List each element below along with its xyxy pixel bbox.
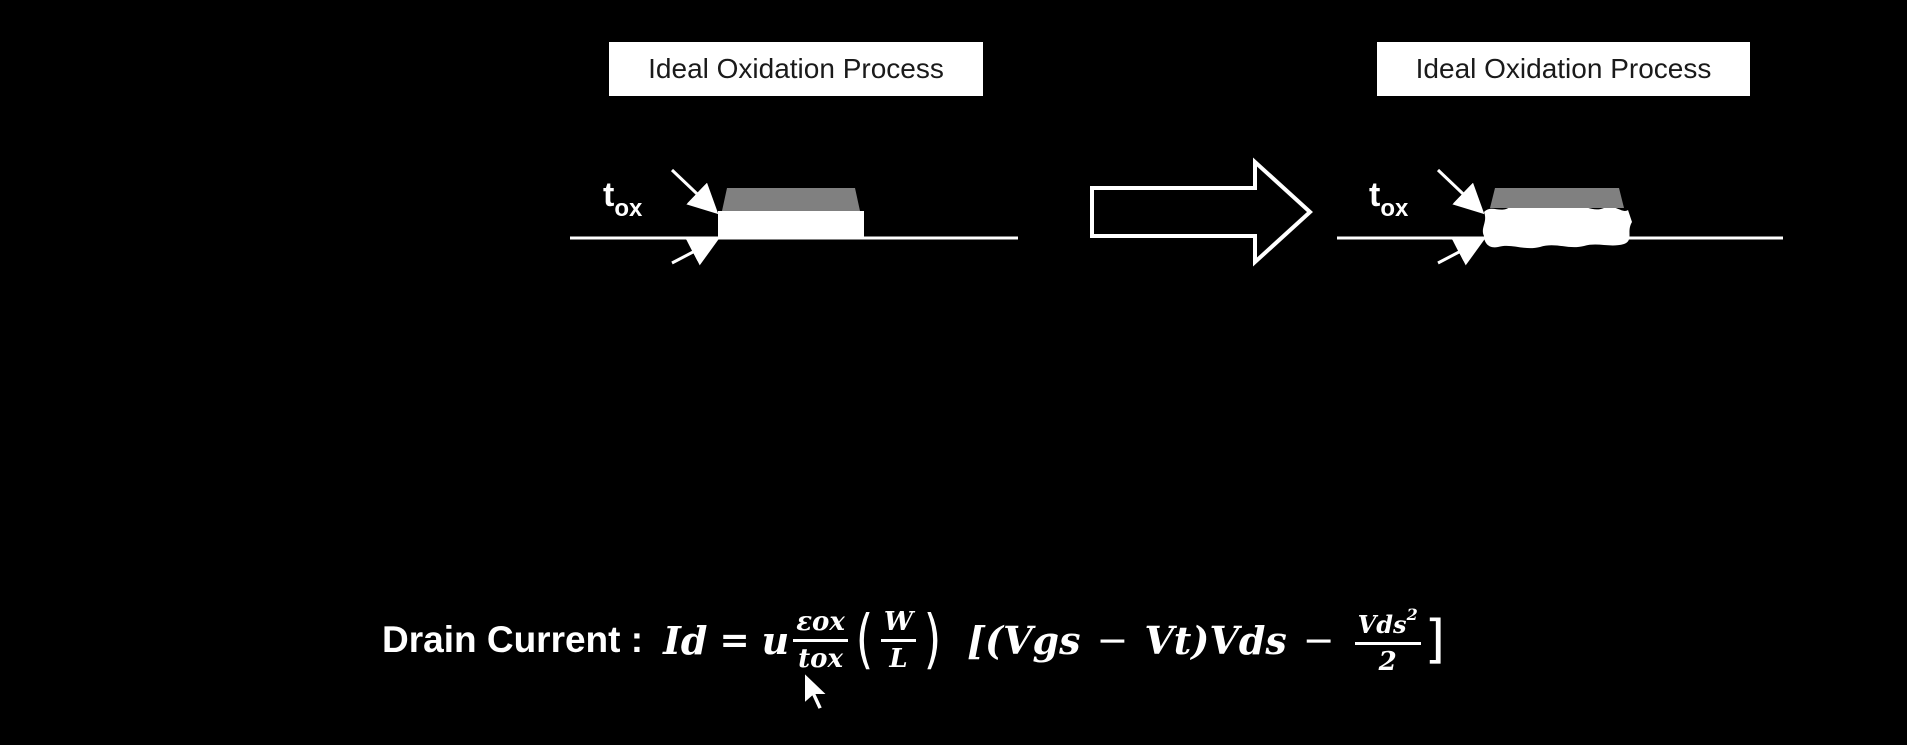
left-gate [722, 188, 860, 211]
eq-frac3-den: 2 [1378, 646, 1397, 677]
eq-lhs: Id [663, 617, 708, 663]
left-oxide-layer [718, 211, 864, 238]
eq-frac-w-l: W L [880, 606, 917, 674]
eq-equals: = [719, 619, 750, 661]
right-gate [1490, 188, 1624, 208]
right-tox-arrow-top [1436, 168, 1485, 215]
eq-mu: u [761, 617, 790, 663]
eq-vt: Vt [1144, 617, 1192, 663]
eq-paren-close: ) [923, 603, 942, 677]
eq-frac3-sup: 2 [1406, 604, 1418, 624]
eq-frac1-den: tox [798, 643, 843, 674]
left-tox-main: t [603, 176, 615, 214]
left-ideal-structure [570, 168, 1018, 266]
mouse-pointer-icon [803, 670, 831, 712]
right-rough-structure [1337, 168, 1783, 266]
eq-paren-open: ( [855, 603, 874, 677]
eq-frac2-den: L [889, 643, 908, 674]
left-tox-arrow-top [670, 168, 719, 215]
right-panel-title: Ideal Oxidation Process [1377, 42, 1750, 96]
eq-vgs: Vgs [1003, 617, 1081, 663]
eq-frac3-num: Vds2 [1355, 604, 1421, 640]
eq-frac1-bar [793, 638, 848, 642]
drain-current-equation: Drain Current : Id = u εox tox ( W L ) [… [382, 600, 1445, 680]
left-tox-arrow-bottom [671, 238, 720, 266]
right-tox-sub: ox [1380, 195, 1409, 222]
eq-minus-1: − [1096, 618, 1129, 662]
eq-term-open: [( [967, 617, 1004, 663]
equation-prefix: Drain Current : [382, 619, 644, 660]
process-arrow-icon [1090, 157, 1313, 267]
eq-frac-eox-tox: εox tox [793, 607, 848, 674]
eq-frac3-bar [1354, 641, 1421, 645]
eq-minus-2: − [1302, 618, 1335, 662]
eq-frac2-num: W [883, 606, 914, 637]
eq-frac1-num: εox [796, 606, 845, 637]
left-panel-title: Ideal Oxidation Process [609, 42, 983, 96]
eq-term-close: ] [1424, 610, 1445, 670]
eq-frac-vds2-2: Vds2 2 [1354, 604, 1421, 677]
left-tox-sub: ox [614, 195, 643, 222]
eq-vds: )Vds [1191, 617, 1287, 663]
right-tox-arrow-bottom [1437, 238, 1486, 266]
left-tox-label: tox [603, 176, 642, 222]
right-tox-main: t [1369, 176, 1381, 214]
right-tox-label: tox [1369, 176, 1408, 222]
eq-frac2-bar [880, 638, 917, 642]
eq-frac3-num-base: Vds [1357, 609, 1407, 639]
right-rough-oxide-layer [1482, 204, 1632, 249]
